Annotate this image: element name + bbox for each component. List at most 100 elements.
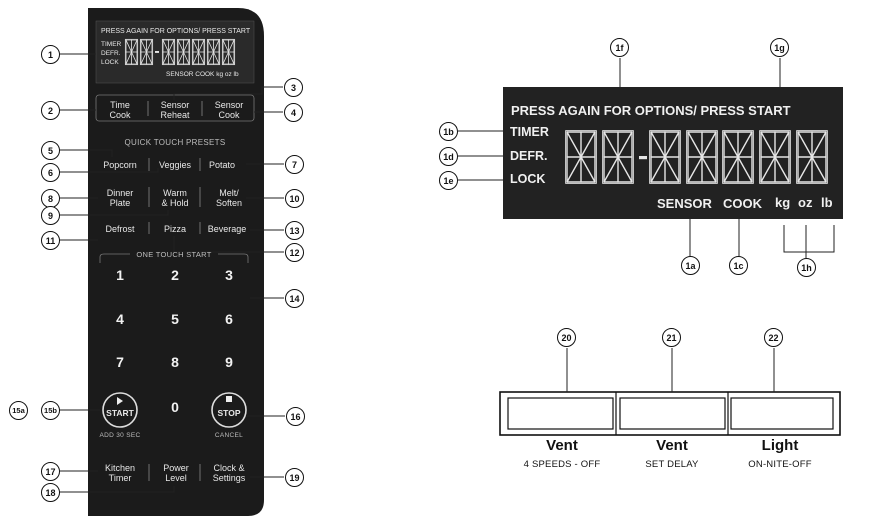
callout-7: 7 <box>285 155 304 174</box>
vent-delay-button[interactable] <box>620 398 725 429</box>
vent-speed-sub: 4 SPEEDS - OFF <box>523 459 601 470</box>
vent-speed-button[interactable] <box>508 398 613 429</box>
potato-button[interactable]: Potato <box>208 160 236 170</box>
big-lcd-cook: COOK <box>723 196 762 211</box>
kitchen-timer-button[interactable]: Kitchen Timer <box>105 463 135 483</box>
keypad-0[interactable]: 0 <box>171 399 179 415</box>
big-lcd-oz: oz <box>798 195 813 210</box>
big-lcd-kg: kg <box>775 195 791 210</box>
sensor-cook-line1: Sensor <box>214 100 244 110</box>
panel-lcd-bottom-text: SENSOR COOK kg oz lb <box>166 71 239 78</box>
callout-12: 12 <box>285 243 304 262</box>
melt-soften-button[interactable]: Melt/ Soften <box>216 188 242 208</box>
time-cook-line2: Cook <box>109 110 131 120</box>
big-lcd-segments <box>565 130 828 184</box>
defrost-button[interactable]: Defrost <box>105 224 135 234</box>
sensor-cook-line2: Cook <box>218 110 240 120</box>
sensor-cook-button[interactable]: Sensor Cook <box>215 100 244 120</box>
popcorn-button[interactable]: Popcorn <box>103 160 137 170</box>
stop-button[interactable]: STOP <box>217 408 241 418</box>
panel-lcd-indicator-defr: DEFR. <box>101 50 121 57</box>
big-lcd-lb: lb <box>821 195 833 210</box>
light-button[interactable] <box>731 398 833 429</box>
callout-15b: 15b <box>41 401 60 420</box>
beverage-button[interactable]: Beverage <box>207 224 247 234</box>
light-label: Light <box>761 437 799 454</box>
big-lcd-digit-3 <box>649 130 681 184</box>
clock-settings-button[interactable]: Clock & Settings <box>213 463 246 483</box>
keypad-8[interactable]: 8 <box>171 354 179 370</box>
callout-9: 9 <box>41 206 60 225</box>
sensor-reheat-line2: Reheat <box>160 110 190 120</box>
start-button-ring <box>102 392 138 428</box>
panel-lcd-digit-4 <box>176 38 191 66</box>
stop-button-ring <box>211 392 247 428</box>
light-sub: ON-NITE-OFF <box>748 459 812 470</box>
callout-1h: 1h <box>797 258 816 277</box>
big-lcd-top-text: PRESS AGAIN FOR OPTIONS/ PRESS START <box>511 103 791 118</box>
keypad-4[interactable]: 4 <box>116 311 124 327</box>
panel-lcd-digit-3 <box>161 38 176 66</box>
dinner-plate-line2: Plate <box>109 198 131 208</box>
clock-settings-line1: Clock & <box>213 463 245 473</box>
vent-button-bar <box>499 391 841 436</box>
sensor-reheat-button[interactable]: Sensor Reheat <box>160 100 189 120</box>
start-button-subtitle: ADD 30 SEC <box>99 432 141 439</box>
callout-13: 13 <box>285 221 304 240</box>
kitchen-timer-line2: Timer <box>108 473 132 483</box>
big-lcd-digit-2 <box>602 130 634 184</box>
callout-14: 14 <box>285 289 304 308</box>
keypad-5[interactable]: 5 <box>171 311 179 327</box>
vent-delay-label: Vent <box>656 437 688 454</box>
vent-speed-label: Vent <box>546 437 578 454</box>
callout-22: 22 <box>764 328 783 347</box>
keypad-6[interactable]: 6 <box>225 311 233 327</box>
callout-5: 5 <box>41 141 60 160</box>
callout-3: 3 <box>284 78 303 97</box>
time-cook-button[interactable]: Time Cook <box>109 100 130 120</box>
melt-soften-line2: Soften <box>215 198 243 208</box>
keypad-9[interactable]: 9 <box>225 354 233 370</box>
dinner-plate-button[interactable]: Dinner Plate <box>107 188 134 208</box>
callout-1e: 1e <box>439 171 458 190</box>
warm-hold-button[interactable]: Warm & Hold <box>161 188 188 208</box>
veggies-button[interactable]: Veggies <box>158 160 192 170</box>
panel-lcd-digit-7 <box>221 38 236 66</box>
kitchen-timer-line1: Kitchen <box>104 463 136 473</box>
big-lcd-indicator-timer: TIMER <box>510 125 549 139</box>
time-cook-line1: Time <box>110 100 130 110</box>
big-lcd-indicator-defr: DEFR. <box>510 149 548 163</box>
panel-lcd-indicator-timer: TIMER <box>101 41 122 48</box>
panel-lcd-digit-6 <box>206 38 221 66</box>
callout-15a: 15a <box>9 401 28 420</box>
keypad-1[interactable]: 1 <box>116 267 124 283</box>
keypad-3[interactable]: 3 <box>225 267 233 283</box>
callout-1b: 1b <box>439 122 458 141</box>
panel-lcd-digit-1 <box>124 38 139 66</box>
big-lcd-separator <box>639 156 647 160</box>
quick-touch-presets-heading: QUICK TOUCH PRESETS <box>124 138 226 147</box>
melt-soften-line1: Melt/ <box>219 188 239 198</box>
callout-4: 4 <box>284 103 303 122</box>
panel-lcd-indicator-lock: LOCK <box>101 59 119 66</box>
sensor-reheat-line1: Sensor <box>160 100 190 110</box>
one-touch-start-heading: ONE TOUCH START <box>136 250 212 259</box>
callout-2: 2 <box>41 101 60 120</box>
callout-1c: 1c <box>729 256 748 275</box>
warm-hold-line2: & Hold <box>161 198 189 208</box>
pizza-button[interactable]: Pizza <box>163 224 187 234</box>
power-level-button[interactable]: Power Level <box>163 463 189 483</box>
big-lcd-indicator-lock: LOCK <box>510 172 546 186</box>
callout-6: 6 <box>41 163 60 182</box>
keypad-2[interactable]: 2 <box>171 267 179 283</box>
big-lcd-sensor: SENSOR <box>657 196 712 211</box>
callout-11: 11 <box>41 231 60 250</box>
power-level-line2: Level <box>165 473 187 483</box>
keypad-7[interactable]: 7 <box>116 354 124 370</box>
top-buttons-frame <box>95 94 255 122</box>
start-button[interactable]: START <box>106 408 134 418</box>
dinner-plate-line1: Dinner <box>106 188 134 198</box>
callout-16: 16 <box>286 407 305 426</box>
callout-1d: 1d <box>439 147 458 166</box>
